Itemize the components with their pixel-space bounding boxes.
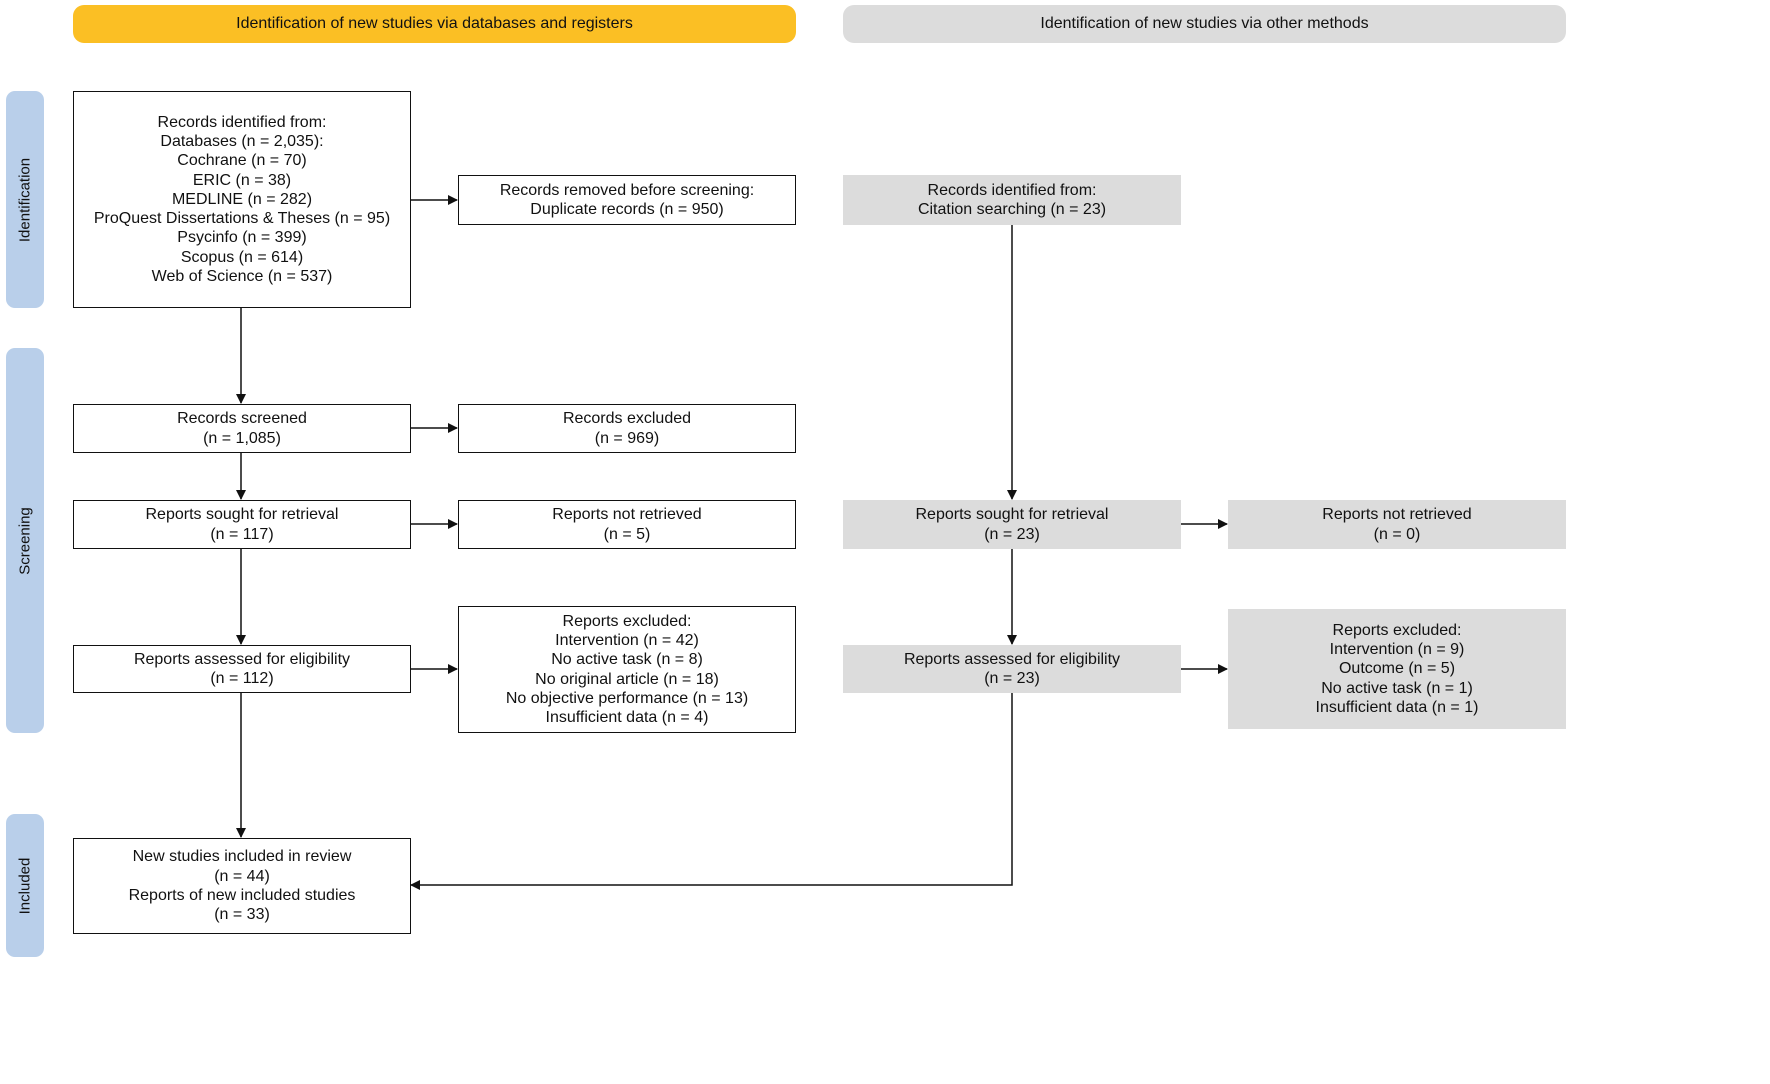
stage-identification: Identification xyxy=(6,91,44,308)
stage-included: Included xyxy=(6,814,44,957)
records-identified-web-of-science: Web of Science (n = 537) xyxy=(151,268,333,286)
reports-excluded-heading: Reports excluded: xyxy=(562,612,692,630)
records-identified-medline: MEDLINE (n = 282) xyxy=(171,190,313,208)
records-identified-proquest: ProQuest Dissertations & Theses (n = 95) xyxy=(93,210,391,228)
other-reports-sought-count: (n = 23) xyxy=(984,525,1040,543)
other-reports-not-retrieved-heading: Reports not retrieved xyxy=(1322,506,1472,524)
studies-included-box: New studies included in review (n = 44) … xyxy=(73,838,411,934)
reports-assessed-heading: Reports assessed for eligibility xyxy=(133,650,351,668)
records-screened-count: (n = 1,085) xyxy=(203,429,281,447)
reports-excluded-insufficient-data: Insufficient data (n = 4) xyxy=(545,709,709,727)
reports-sought-box: Reports sought for retrieval (n = 117) xyxy=(73,500,411,549)
reports-assessed-box: Reports assessed for eligibility (n = 11… xyxy=(73,645,411,693)
other-reports-excluded-intervention: Intervention (n = 9) xyxy=(1329,641,1465,659)
records-excluded-count: (n = 969) xyxy=(594,429,660,447)
other-reports-assessed-count: (n = 23) xyxy=(984,670,1040,687)
other-reports-excluded-heading: Reports excluded: xyxy=(1332,621,1462,639)
stage-screening: Screening xyxy=(6,348,44,733)
arrow-other-assessed-to-included xyxy=(410,693,1013,890)
records-removed-heading: Records removed before screening: xyxy=(499,181,755,199)
studies-included-heading: New studies included in review xyxy=(132,848,352,866)
other-records-identified-box: Records identified from: Citation search… xyxy=(843,175,1181,225)
records-excluded-box: Records excluded (n = 969) xyxy=(458,404,796,453)
other-reports-not-retrieved-box: Reports not retrieved (n = 0) xyxy=(1228,500,1566,549)
records-screened-box: Records screened (n = 1,085) xyxy=(73,404,411,453)
other-methods-header: Identification of new studies via other … xyxy=(843,5,1566,43)
databases-registers-header: Identification of new studies via databa… xyxy=(73,5,796,43)
studies-included-count: (n = 44) xyxy=(214,867,270,885)
other-reports-sought-heading: Reports sought for retrieval xyxy=(915,506,1109,524)
reports-assessed-count: (n = 112) xyxy=(210,670,274,687)
other-reports-sought-box: Reports sought for retrieval (n = 23) xyxy=(843,500,1181,549)
reports-excluded-no-original-article: No original article (n = 18) xyxy=(535,670,719,688)
records-identified-psycinfo: Psycinfo (n = 399) xyxy=(177,229,307,247)
records-identified-databases: Databases (n = 2,035): xyxy=(160,132,324,150)
other-reports-excluded-box: Reports excluded: Intervention (n = 9) O… xyxy=(1228,609,1566,729)
other-reports-excluded-insufficient-data: Insufficient data (n = 1) xyxy=(1315,698,1479,716)
reports-not-retrieved-heading: Reports not retrieved xyxy=(552,506,702,524)
records-identified-box: Records identified from: Databases (n = … xyxy=(73,91,411,308)
records-identified-scopus: Scopus (n = 614) xyxy=(180,248,304,266)
reports-sought-heading: Reports sought for retrieval xyxy=(145,506,339,524)
records-removed-duplicates: Duplicate records (n = 950) xyxy=(530,201,724,218)
records-excluded-heading: Records excluded xyxy=(562,410,692,428)
records-screened-heading: Records screened xyxy=(177,410,307,428)
reports-excluded-box: Reports excluded: Intervention (n = 42) … xyxy=(458,606,796,733)
databases-registers-header-label: Identification of new studies via databa… xyxy=(236,15,633,32)
reports-sought-count: (n = 117) xyxy=(210,525,274,543)
other-records-identified-heading: Records identified from: xyxy=(927,181,1097,199)
other-reports-excluded-no-active-task: No active task (n = 1) xyxy=(1321,679,1473,697)
reports-included-count: (n = 33) xyxy=(214,906,270,924)
records-identified-eric: ERIC (n = 38) xyxy=(192,171,292,189)
records-identified-heading: Records identified from: xyxy=(157,113,327,131)
reports-included-heading: Reports of new included studies xyxy=(128,887,356,904)
records-removed-box: Records removed before screening: Duplic… xyxy=(458,175,796,225)
records-identified-cochrane: Cochrane (n = 70) xyxy=(177,152,307,170)
reports-not-retrieved-box: Reports not retrieved (n = 5) xyxy=(458,500,796,549)
other-reports-not-retrieved-count: (n = 0) xyxy=(1373,525,1421,543)
reports-excluded-no-active-task: No active task (n = 8) xyxy=(551,651,703,669)
reports-not-retrieved-count: (n = 5) xyxy=(603,525,651,543)
reports-excluded-intervention: Intervention (n = 42) xyxy=(555,631,699,649)
other-records-citation-searching: Citation searching (n = 23) xyxy=(917,201,1107,218)
other-reports-assessed-heading: Reports assessed for eligibility xyxy=(903,650,1121,668)
other-methods-header-label: Identification of new studies via other … xyxy=(1040,15,1369,32)
reports-excluded-no-objective-performance: No objective performance (n = 13) xyxy=(505,689,749,707)
other-reports-assessed-box: Reports assessed for eligibility (n = 23… xyxy=(843,645,1181,693)
other-reports-excluded-outcome: Outcome (n = 5) xyxy=(1338,660,1456,678)
